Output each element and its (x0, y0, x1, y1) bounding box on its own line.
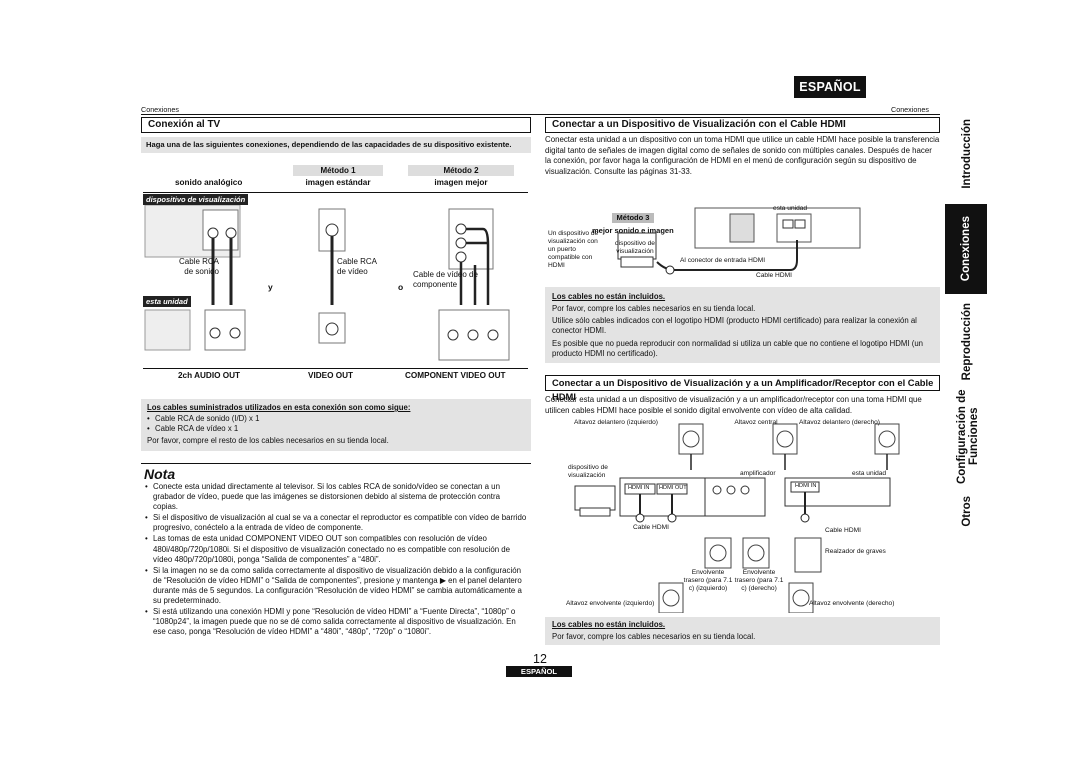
list-item: Si el dispositivo de visualización al cu… (145, 513, 527, 533)
hdmi-unit-label: esta unidad (773, 205, 808, 212)
list-item: Las tomas de esta unidad COMPONENT VIDEO… (145, 534, 527, 564)
not-included-lines: Por favor, compre los cables necesarios … (552, 304, 936, 359)
hdmi-cable-label: Cable HDMI (756, 272, 792, 279)
port-component-out: COMPONENT VIDEO OUT (405, 371, 506, 380)
amp-cable-a: Cable HDMI (633, 524, 669, 531)
subwoofer-label: Realzador de graves (825, 548, 886, 555)
not-included-heading-2: Los cables no están incluidos. (552, 620, 666, 629)
hdmi-in-label: HDMI IN (628, 485, 650, 491)
method1-sub: imagen estándar (305, 178, 371, 187)
front-left-label: Altavoz delantero (izquierdo) (574, 419, 658, 426)
side-tab-configuracion[interactable]: Configuración de Funciones (956, 389, 980, 484)
tv-divider (143, 192, 528, 203)
side-tab-introduccion[interactable]: Introducción (961, 119, 973, 189)
list-item: Cable RCA de sonido (I/D) x 1 (147, 414, 259, 424)
list-item: Si la imagen no se da como salida correc… (145, 566, 527, 606)
amp-diagram (574, 423, 900, 613)
hdmi-display-compatible: Un dispositivo de visualización con un p… (548, 230, 599, 269)
cables-note: Por favor, compre el resto de los cables… (147, 436, 389, 445)
hdmi-out-label: HDMI OUT (659, 485, 687, 491)
hdmi-in-unit-label: HDMI IN (795, 483, 817, 489)
tv-connection-diagram (144, 205, 510, 361)
section-title-amp: Conectar a un Dispositivo de Visualizaci… (545, 375, 940, 402)
port-rule (143, 368, 528, 369)
not-included-box (545, 287, 940, 363)
intro-bar (141, 137, 531, 153)
side-tab-conexiones[interactable]: Conexiones (945, 204, 987, 294)
page-number: 12 (533, 652, 547, 666)
footer-language-badge: ESPAÑOL (506, 666, 572, 677)
side-tab-otros[interactable]: Otros (961, 496, 973, 527)
header-rule (141, 114, 940, 115)
cable-component-label: Cable de vídeo de componente (413, 270, 478, 289)
section-title-hdmi: Conectar a un Dispositivo de Visualizaci… (545, 117, 940, 133)
amp-intro: Conectar esta unidad a un dispositivo de… (545, 395, 922, 415)
method2-sub: imagen mejor (434, 178, 488, 187)
conj-o: o (398, 282, 404, 292)
surround-right-label: Altavoz envolvente (derecho) (809, 600, 895, 607)
note-title: Nota (144, 466, 176, 482)
amp-display-label: dispositivo de visualización (568, 464, 608, 479)
method3-tag: Método 3 (612, 213, 654, 223)
list-item: Conecte esta unidad directamente al tele… (145, 482, 527, 512)
port-video-out: VIDEO OUT (308, 371, 354, 380)
cable-audio-label: Cable RCA de sonido (178, 257, 219, 276)
method2-tag: Método 2 (408, 165, 514, 176)
not-included-line: Por favor, compre los cables necesarios … (552, 304, 756, 313)
method1-tag: Método 1 (293, 165, 383, 176)
not-included-line: Es posible que no pueda reproducir con n… (552, 338, 924, 358)
cables-heading: Los cables suministrados utilizados en e… (147, 403, 411, 412)
tv-label: dispositivo de visualización (143, 194, 249, 205)
language-badge: ESPAÑOL (794, 76, 866, 98)
section-title-tv: Conexión al TV (141, 117, 531, 133)
list-item: Cable RCA de vídeo x 1 (147, 424, 259, 434)
hdmi-display-label: dispositivo de visualización (615, 240, 655, 255)
front-right-label: Altavoz delantero (derecho) (799, 419, 881, 426)
list-item: Si está utilizando una conexión HDMI y p… (145, 607, 527, 637)
note-box (141, 463, 531, 634)
not-included-line-2: Por favor, compre los cables necesarios … (552, 632, 756, 641)
hdmi-intro: Conectar esta unidad a un dispositivo co… (545, 135, 940, 176)
running-head-right: Conexiones (891, 105, 929, 114)
side-tab-reproduccion[interactable]: Reproducción (961, 302, 973, 381)
surround-rear-right-label: Envolvente trasero (para 7.1 c) (derecho… (734, 569, 784, 592)
not-included-heading: Los cables no están incluidos. (552, 292, 666, 301)
col-audio-label: sonido analógico (175, 178, 243, 187)
amp-unit-label: esta unidad (852, 470, 887, 477)
cable-video-label: Cable RCA de vídeo (337, 257, 377, 276)
amplifier-label: amplificador (740, 470, 776, 477)
not-included-box-2 (545, 617, 940, 645)
cables-list: Cable RCA de sonido (I/D) x 1 Cable RCA … (147, 414, 259, 434)
unit-label: esta unidad (143, 296, 191, 307)
running-head-left: Conexiones (141, 105, 179, 114)
side-tab-strip: Introducción Conexiones Reproducción Con… (945, 104, 987, 564)
center-label: Altavoz central (734, 419, 778, 426)
not-included-line: Utilice sólo cables indicados con el log… (552, 316, 917, 336)
amp-cable-b: Cable HDMI (825, 527, 861, 534)
surround-rear-left-label: Envolvente trasero (para 7.1 c) (izquier… (683, 569, 733, 592)
conj-y: y (268, 282, 273, 292)
surround-left-label: Altavoz envolvente (izquierdo) (566, 600, 655, 607)
hdmi-diagram (617, 207, 861, 275)
intro-text: Haga una de las siguientes conexiones, d… (146, 140, 512, 149)
to-hdmi-in-label: Al conector de entrada HDMI (680, 257, 766, 264)
method3-sub: mejor sonido e imagen (592, 226, 674, 235)
note-list: Conecte esta unidad directamente al tele… (145, 482, 527, 637)
port-audio-out: 2ch AUDIO OUT (178, 371, 241, 380)
